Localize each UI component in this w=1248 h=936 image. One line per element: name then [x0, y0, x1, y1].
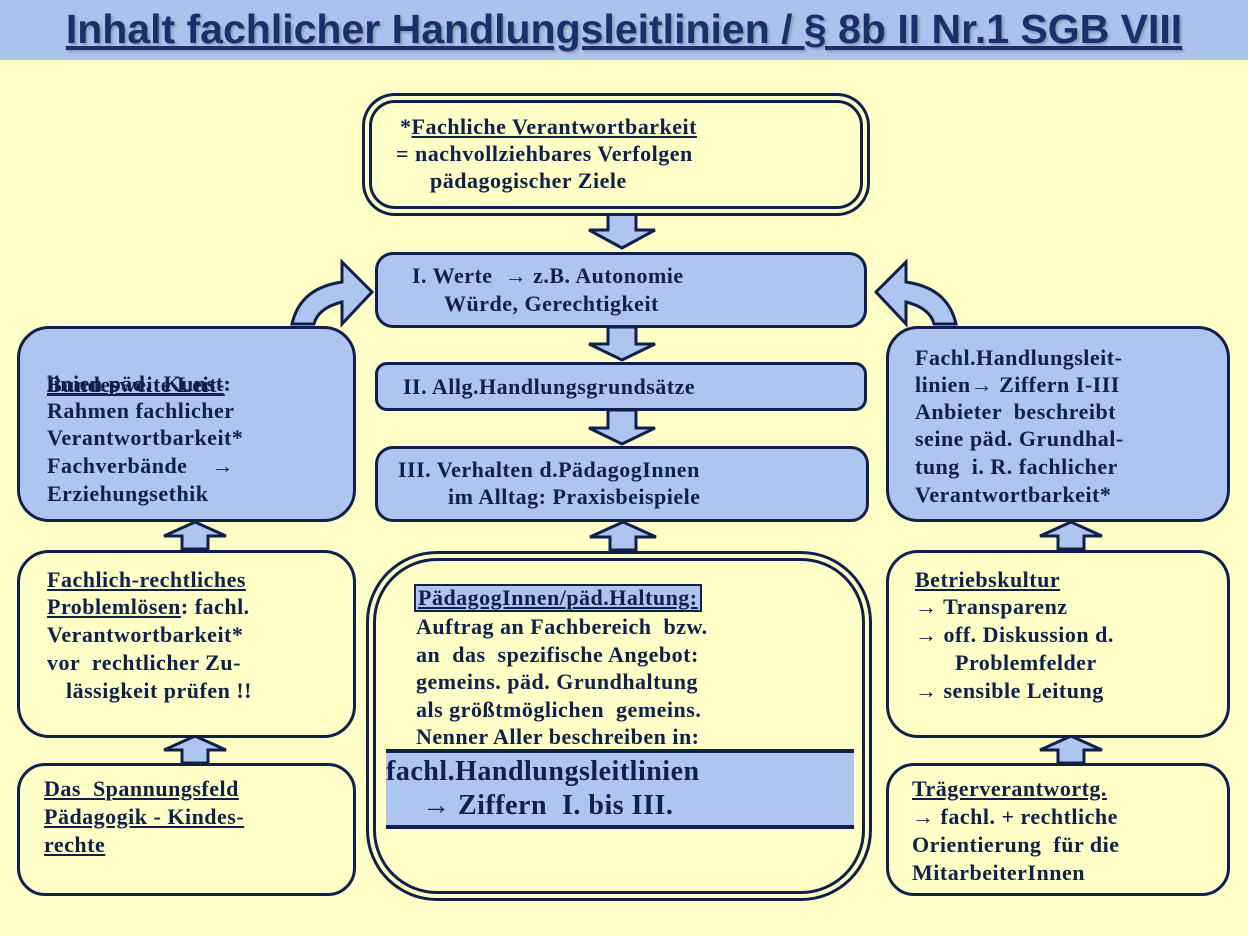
top-box-heading: Fachliche Verantwortbarkeit: [411, 114, 697, 139]
up-arrow-icon: [1039, 734, 1103, 765]
title-bar: [0, 0, 1248, 60]
bundes-box-l2a: linien päd. Kunst: [47, 371, 224, 396]
traeger-box-l2: → fachl. + rechtliche: [912, 804, 1118, 829]
problemloesen-box: [17, 550, 356, 738]
fachl-box-l1: Fachl.Handlungsleit-: [915, 345, 1123, 370]
traeger-box-l3: Orientierung für die: [912, 832, 1120, 857]
page-title: Inhalt fachlicher Handlungsleitlinien / …: [65, 6, 1183, 52]
center-box-heading: PädagogInnen/päd.Haltung:: [414, 584, 702, 612]
spannung-box-l1: Das Spannungsfeld: [44, 775, 239, 803]
center-box-l5: Nenner Aller beschreiben in:: [416, 724, 700, 749]
verhalten-box: [375, 446, 869, 522]
bundes-box-l2b: :: [223, 371, 232, 396]
down-arrow-icon: [588, 325, 656, 362]
curved-arrow-right-icon: [290, 258, 375, 328]
problem-box-l1: Fachlich-rechtliches: [47, 566, 246, 594]
fachl-box-l3: Anbieter beschreibt: [915, 399, 1117, 424]
up-arrow-icon: [1039, 520, 1103, 551]
top-box-line3: pädagogischer Ziele: [430, 168, 627, 193]
down-arrow-icon: [588, 210, 656, 250]
fachl-box-l2: linien→ Ziffern I-III: [915, 372, 1120, 397]
bundes-box-l2: linien päd. Kunst:: [47, 370, 231, 398]
center-box-hl1: fachl.Handlungsleitlinien: [386, 756, 700, 787]
betrieb-box-l3: → off. Diskussion d.: [915, 622, 1114, 647]
problem-box-l2a: Problemlösen: [47, 594, 181, 619]
werte-box-line1: I. Werte → z.B. Autonomie: [412, 263, 684, 288]
center-box-hl2: → Ziffern I. bis III.: [422, 790, 674, 821]
down-arrow-icon: [588, 408, 656, 446]
betrieb-box-l1-text: Betriebskultur: [915, 567, 1061, 592]
spannung-box-l2: Pädagogik - Kindes-: [44, 803, 244, 831]
up-arrow-icon: [163, 520, 227, 551]
problem-box-l4: vor rechtlicher Zu-: [47, 650, 241, 675]
problem-box-l2b: : fachl.: [180, 594, 250, 619]
spannungsfeld-box: [17, 763, 356, 896]
top-box-line1: *Fachliche Verantwortbarkeit: [400, 113, 697, 141]
traegerverantwortung-box: [886, 763, 1230, 896]
werte-box: [375, 252, 867, 328]
traeger-box-l4: MitarbeiterInnen: [912, 860, 1085, 885]
problem-box-l5: lässigkeit prüfen !!: [66, 678, 252, 703]
center-box-l1: Auftrag an Fachbereich bzw.: [416, 614, 708, 639]
bundes-box-l1: Bundesweite Leit-: [47, 371, 225, 397]
spannung-box-l2-text: Pädagogik - Kindes-: [44, 804, 245, 829]
up-arrow-icon: [589, 520, 657, 552]
betrieb-box-l1: Betriebskultur: [915, 566, 1060, 594]
spannung-box-l3: rechte: [44, 831, 105, 859]
curved-arrow-left-icon: [873, 258, 958, 328]
allg-handlungsgrundsaetze-box: [375, 362, 867, 411]
center-box-l2: an das spezifische Angebot:: [416, 642, 699, 667]
betrieb-box-l4: Problemfelder: [955, 650, 1097, 675]
verhalten-box-line1: III. Verhalten d.PädagogInnen: [398, 457, 700, 482]
verhalten-box-line2: im Alltag: Praxisbeispiele: [448, 484, 701, 509]
bundes-box-l6: Erziehungsethik: [47, 481, 209, 506]
problem-box-l2: Problemlösen: fachl.: [47, 593, 250, 621]
bundes-box-l4: Verantwortbarkeit*: [47, 425, 244, 450]
center-box-l3: gemeins. päd. Grundhaltung: [416, 669, 698, 694]
betrieb-box-l2: → Transparenz: [915, 594, 1068, 619]
spannung-box-l1-text: Das Spannungsfeld: [44, 776, 239, 801]
bundes-box-l5: Fachverbände →: [47, 453, 234, 478]
traeger-box-l1-text: Trägerverantwortg.: [912, 776, 1107, 801]
fachl-box-l4: seine päd. Grundhal-: [915, 426, 1124, 451]
fachl-handlungsleitlinien-box: [886, 326, 1230, 522]
top-box-line2: = nachvollziehbares Verfolgen: [396, 141, 693, 166]
allg-box-line1: II. Allg.Handlungsgrundsätze: [403, 374, 696, 399]
problem-box-l3: Verantwortbarkeit*: [47, 622, 244, 647]
top-box-star: *: [400, 114, 412, 139]
fachl-box-l5: tung i. R. fachlicher: [915, 454, 1118, 479]
bundes-box-l3: Rahmen fachlicher: [47, 398, 235, 423]
spannung-box-l3-text: rechte: [44, 832, 106, 857]
center-box-paedagogische-haltung: [373, 558, 865, 894]
werte-box-line2: Würde, Gerechtigkeit: [444, 291, 659, 316]
center-box-l4: als größtmöglichen gemeins.: [416, 697, 702, 722]
bundesweite-leitlinien-box: [17, 326, 356, 522]
fachl-box-l6: Verantwortbarkeit*: [915, 482, 1112, 507]
betriebskultur-box: [886, 550, 1230, 738]
traeger-box-l1: Trägerverantwortg.: [912, 775, 1107, 803]
problem-box-l1-text: Fachlich-rechtliches: [47, 567, 246, 592]
betrieb-box-l5: → sensible Leitung: [915, 678, 1104, 703]
up-arrow-icon: [163, 734, 227, 765]
handlungsleitlinien-highlight-bar: [386, 749, 854, 829]
top-box-fachliche-verantwortbarkeit: [369, 100, 863, 209]
